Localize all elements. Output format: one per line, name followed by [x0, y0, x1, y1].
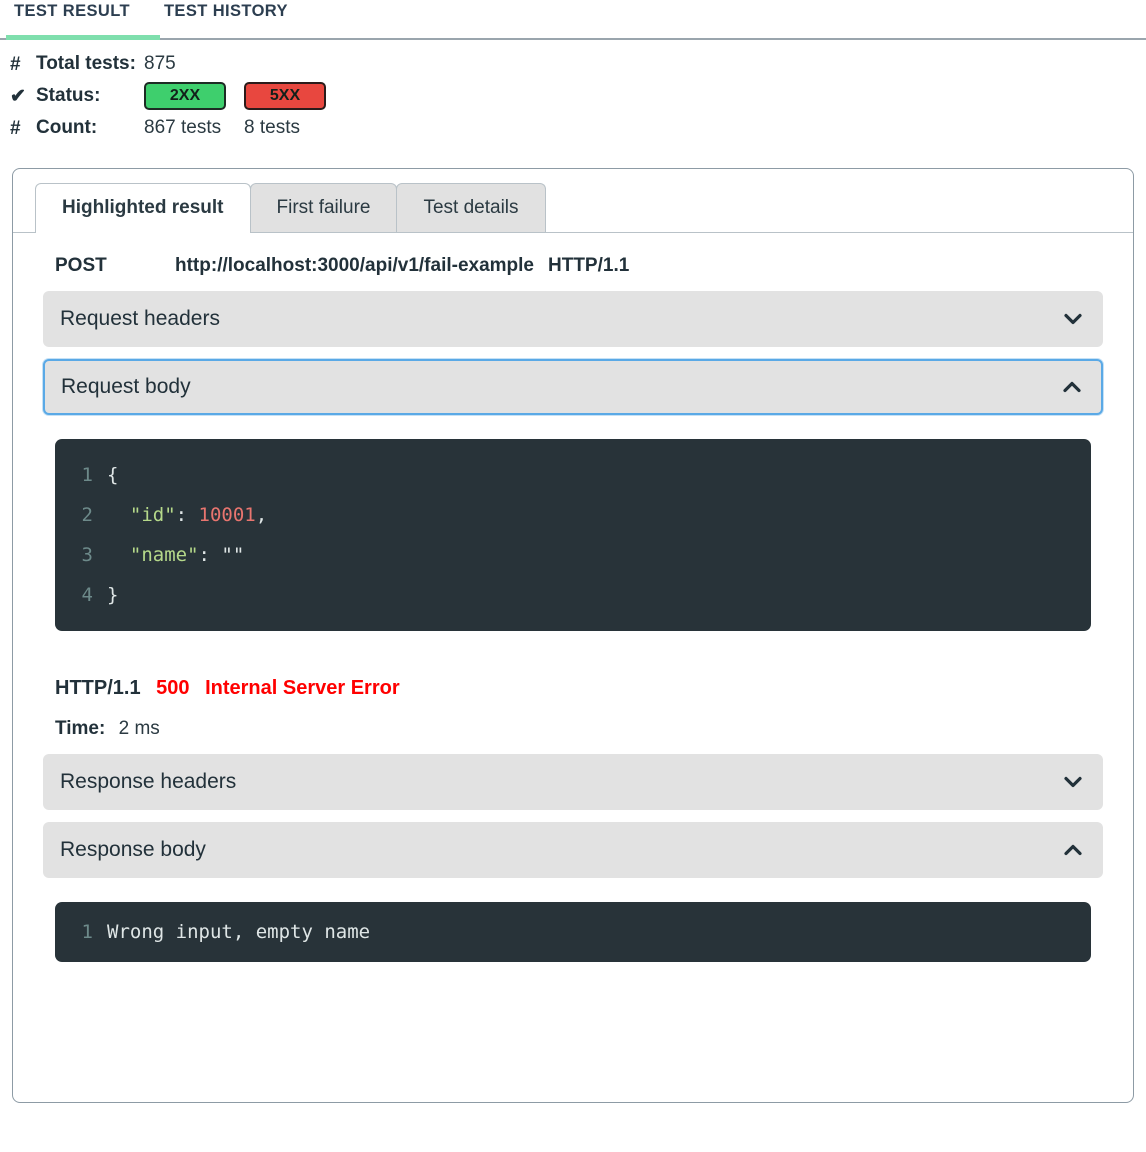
tab-highlighted-result[interactable]: Highlighted result — [35, 183, 251, 233]
chevron-up-icon[interactable] — [1062, 839, 1084, 861]
summary-row-count: # Count: 867 tests 8 tests — [10, 114, 1146, 142]
request-body-label: Request body — [61, 375, 191, 398]
hash-icon: # — [10, 117, 21, 139]
response-body-code-block: 1 Wrong input, empty name — [55, 902, 1091, 962]
response-headers-accordion[interactable]: Response headers — [43, 754, 1103, 810]
response-time-value: 2 ms — [118, 718, 160, 739]
code-line: 1{ — [55, 455, 1091, 495]
test-summary: # Total tests: 875 ✔ Status: 2XX 5XX # C… — [0, 40, 1146, 152]
response-body-accordion[interactable]: Response body — [43, 822, 1103, 878]
response-body-label: Response body — [60, 838, 206, 861]
response-status-phrase: Internal Server Error — [205, 677, 400, 699]
line-number: 1 — [81, 464, 93, 486]
line-number: 4 — [81, 584, 93, 606]
count-label: Count: — [36, 117, 98, 138]
request-headers-label: Request headers — [60, 307, 220, 330]
line-number: 2 — [81, 504, 93, 526]
request-body-code-block: 1{2 "id": 10001,3 "name": ""4} — [55, 439, 1091, 631]
main-tab-bar: TEST RESULT TEST HISTORY — [0, 0, 1146, 40]
total-tests-value: 875 — [144, 53, 176, 74]
tab-test-details[interactable]: Test details — [396, 183, 546, 232]
response-status-code: 500 — [156, 677, 190, 699]
check-icon: ✔ — [10, 85, 26, 107]
count-5xx-value: 8 tests — [244, 117, 300, 138]
tab-test-result[interactable]: TEST RESULT — [6, 0, 138, 21]
count-2xx-value: 867 tests — [144, 117, 222, 138]
code-line-text: } — [107, 584, 119, 606]
code-line: 4} — [55, 575, 1091, 615]
line-number: 3 — [81, 544, 93, 566]
tab-first-failure[interactable]: First failure — [249, 183, 398, 232]
request-headers-accordion[interactable]: Request headers — [43, 291, 1103, 347]
status-badge-2xx[interactable]: 2XX — [144, 82, 226, 110]
active-tab-indicator — [6, 35, 160, 40]
status-badges: 2XX 5XX — [144, 82, 344, 110]
hash-icon: # — [10, 53, 21, 75]
summary-row-status: ✔ Status: 2XX 5XX — [10, 82, 1146, 110]
request-protocol: HTTP/1.1 — [548, 255, 630, 276]
count-values: 867 tests 8 tests — [144, 117, 300, 139]
chevron-up-icon[interactable] — [1061, 376, 1083, 398]
response-status-line: HTTP/1.1 500 Internal Server Error — [35, 641, 1111, 700]
chevron-down-icon[interactable] — [1062, 308, 1084, 330]
status-badge-5xx[interactable]: 5XX — [244, 82, 326, 110]
total-tests-label: Total tests: — [36, 53, 136, 74]
result-tabstrip: Highlighted result First failure Test de… — [13, 181, 1133, 233]
request-url: http://localhost:3000/api/v1/fail-exampl… — [175, 255, 534, 276]
response-time-row: Time: 2 ms — [35, 700, 1111, 754]
code-line-text: Wrong input, empty name — [107, 921, 371, 943]
tab-test-history[interactable]: TEST HISTORY — [156, 0, 296, 21]
code-line: 3 "name": "" — [55, 535, 1091, 575]
response-headers-label: Response headers — [60, 770, 237, 793]
summary-row-total: # Total tests: 875 — [10, 50, 1146, 78]
request-line: POST http://localhost:3000/api/v1/fail-e… — [35, 233, 1111, 291]
request-method: POST — [55, 255, 107, 276]
request-body-accordion[interactable]: Request body — [43, 359, 1103, 415]
code-line-text: "id": 10001, — [107, 504, 268, 526]
response-time-label: Time: — [55, 718, 106, 739]
code-line: 2 "id": 10001, — [55, 495, 1091, 535]
chevron-down-icon[interactable] — [1062, 771, 1084, 793]
status-label: Status: — [36, 85, 101, 106]
result-card: Highlighted result First failure Test de… — [12, 168, 1134, 1103]
code-line: 1 Wrong input, empty name — [55, 912, 1091, 952]
code-line-text: "name": "" — [107, 544, 245, 566]
code-line-text: { — [107, 464, 119, 486]
highlighted-result-panel: POST http://localhost:3000/api/v1/fail-e… — [25, 233, 1121, 962]
line-number: 1 — [81, 921, 93, 943]
response-protocol: HTTP/1.1 — [55, 677, 141, 699]
